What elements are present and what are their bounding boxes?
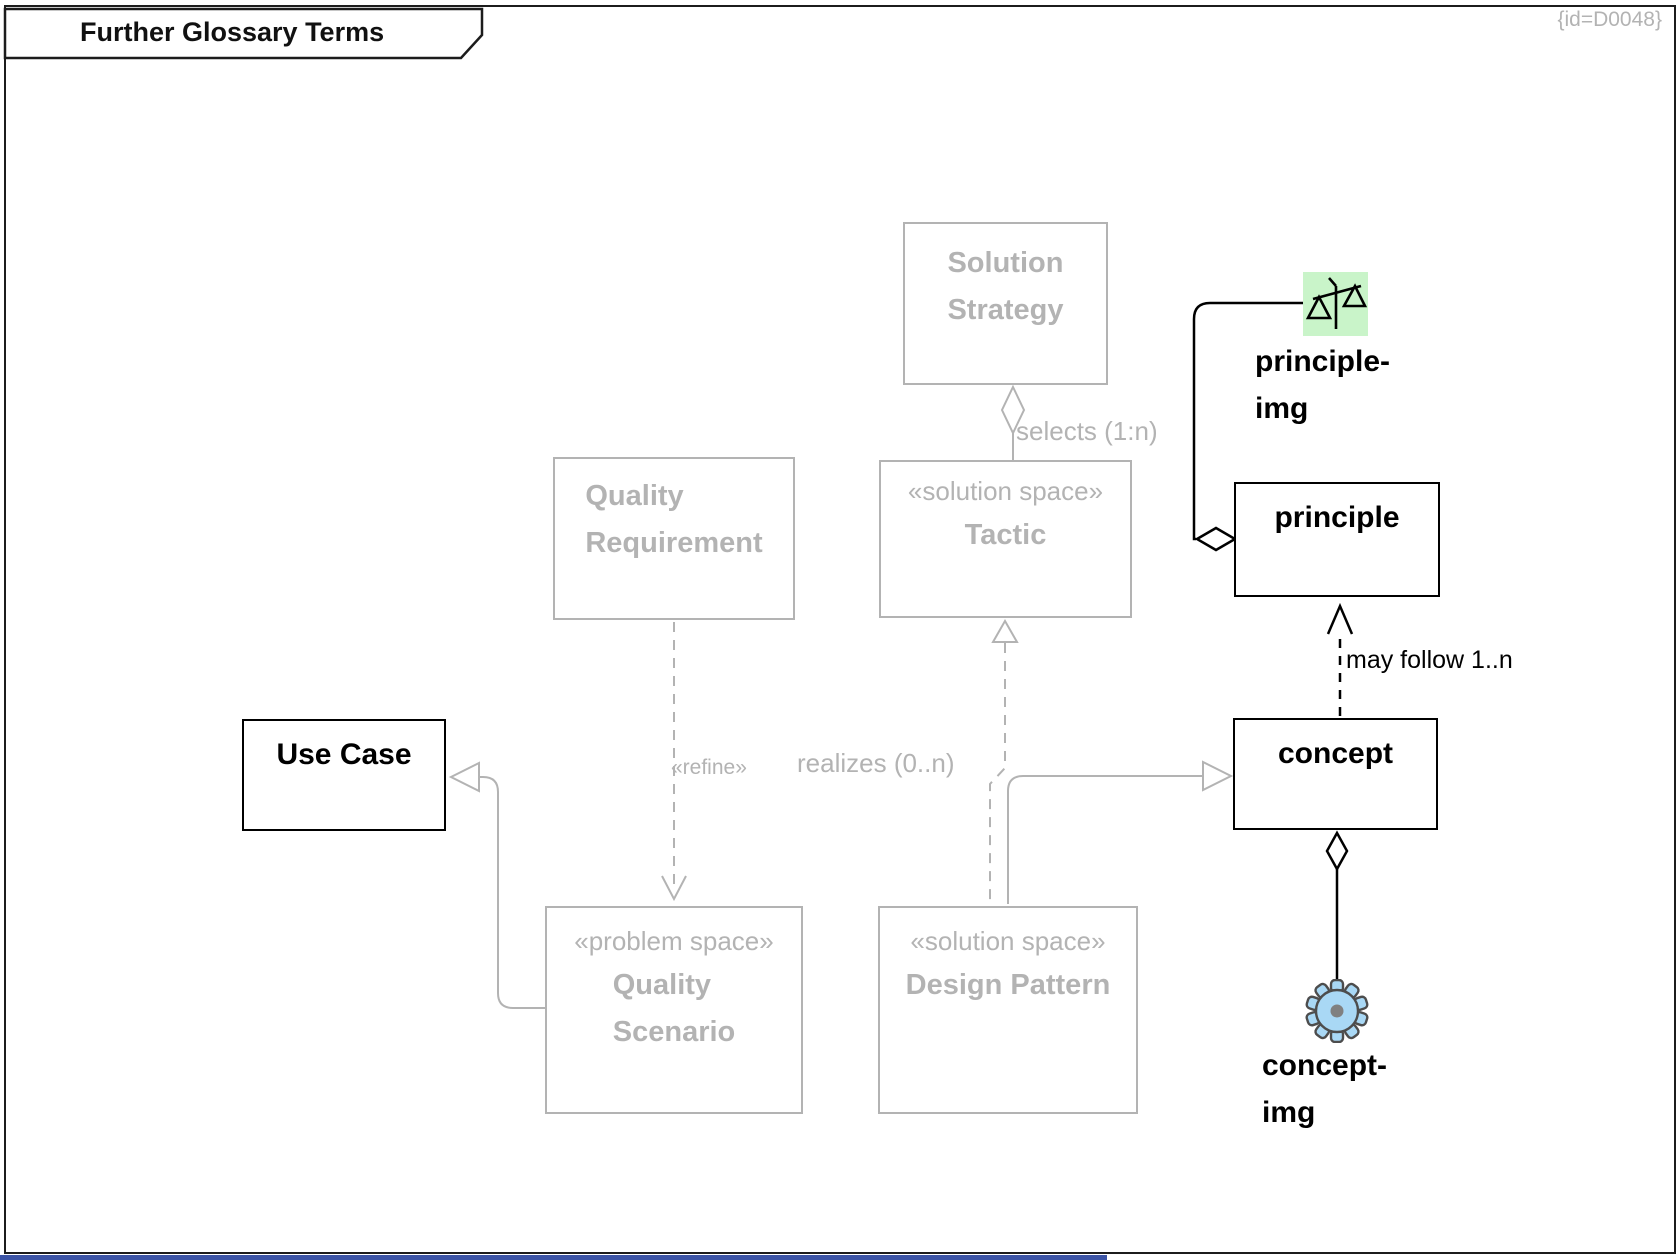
edge-designpattern-concept-line (1007, 775, 1202, 904)
edge-mayfollow-arrow-icon (1326, 602, 1354, 635)
node-principle: principle (1234, 482, 1440, 597)
edge-scenario-usecase-line (480, 776, 545, 1009)
edge-label-realizes: realizes (0..n) (797, 748, 955, 778)
concept-img-icon (1305, 978, 1369, 1044)
node-label: Use Case (276, 738, 412, 771)
principle-img-icon (1303, 272, 1368, 336)
node-label: Tactic (964, 519, 1047, 551)
node-label: Scenario (612, 1016, 736, 1048)
diagram-title: Further Glossary Terms (80, 17, 385, 47)
ink-relations (1192, 301, 1354, 980)
edge-label-selects: selects (1:n) (1016, 416, 1158, 446)
node-label: Solution (947, 247, 1064, 279)
diagram-frame (4, 5, 1676, 1254)
frame-title-tab (3, 7, 484, 60)
principle-img-label: principle- img (1255, 338, 1390, 432)
edge-principle-aggregation-diamond-icon (1194, 526, 1238, 552)
principle-img-label-line: principle- (1255, 345, 1391, 378)
edge-concept-aggregation-diamond-icon (1325, 830, 1349, 872)
edge-principle-img-line (1192, 301, 1303, 541)
principle-img-label-line: img (1255, 392, 1309, 425)
node-label: Quality (585, 480, 684, 512)
node-label: Design Pattern (905, 969, 1111, 1001)
node-stereotype: «solution space» (907, 476, 1104, 506)
edge-designpattern-concept-triangle-icon (1202, 760, 1234, 792)
node-concept: concept (1233, 718, 1438, 830)
edge-refine-arrow-icon (661, 875, 687, 902)
node-label: concept (1277, 737, 1394, 770)
muted-relations (448, 384, 1234, 1009)
node-label: principle (1274, 501, 1400, 534)
node-use-case: Use Case (242, 719, 446, 831)
node-stereotype: «solution space» (910, 926, 1106, 956)
node-design-pattern: «solution space» Design Pattern (878, 906, 1138, 1114)
bottom-blue-bar (0, 1255, 1107, 1260)
edge-scenario-usecase-triangle-icon (448, 761, 480, 793)
diagram-id-label: {id=D0048} (1557, 8, 1662, 31)
scales-icon (1305, 277, 1368, 329)
edge-realizes-triangle-icon (991, 618, 1019, 643)
node-label: Strategy (947, 294, 1064, 326)
node-solution-strategy: Solution Strategy (903, 222, 1108, 385)
edge-realizes-line (989, 643, 1006, 904)
edge-label-may-follow: may follow 1..n (1346, 646, 1513, 674)
node-stereotype: «problem space» (574, 926, 774, 956)
edge-label-refine: «refine» (671, 756, 747, 779)
gear-icon (1305, 978, 1369, 1044)
node-quality-scenario: «problem space» Quality Scenario (545, 906, 803, 1114)
concept-img-label-line: concept- (1262, 1049, 1388, 1082)
concept-img-label-line: img (1262, 1096, 1316, 1129)
node-quality-requirement: Quality Requirement (553, 457, 795, 620)
node-label: Quality (612, 969, 712, 1001)
concept-img-label: concept- img (1262, 1042, 1387, 1136)
edge-selects-aggregation-diamond-icon (1000, 384, 1026, 436)
node-tactic: «solution space» Tactic (879, 460, 1132, 618)
node-label: Requirement (585, 527, 763, 559)
